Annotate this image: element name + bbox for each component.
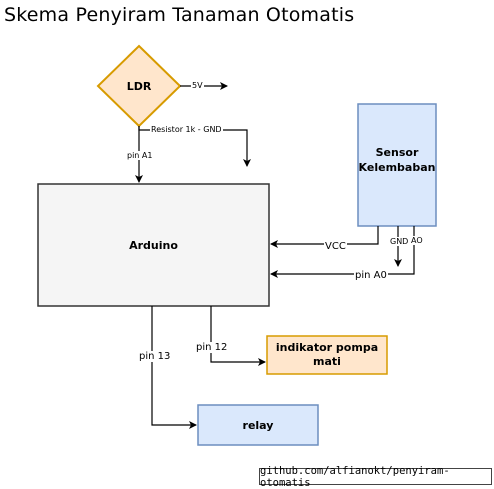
label-pin-a1: pin A1 xyxy=(126,151,154,160)
label-vcc: VCC xyxy=(324,241,347,252)
ldr-label: LDR xyxy=(126,79,152,93)
label-pin-13: pin 13 xyxy=(138,351,172,362)
label-5v: 5V xyxy=(191,81,204,90)
diagram-title: Skema Penyiram Tanaman Otomatis xyxy=(4,4,355,26)
sensor-label: Sensor Kelembaban xyxy=(358,146,436,174)
label-resistor: Resistor 1k - GND xyxy=(150,125,223,134)
relay-node-shape[interactable] xyxy=(197,404,319,446)
label-ao: AO xyxy=(410,236,424,245)
edge-sensor-vcc xyxy=(270,226,379,248)
arduino-node-shape[interactable] xyxy=(37,183,270,307)
sensor-node-shape[interactable] xyxy=(357,103,437,227)
edge-arduino-indicator xyxy=(210,306,266,366)
label-gnd: GND xyxy=(389,237,410,246)
indicator-label: indikator pompa mati xyxy=(275,341,379,368)
label-pin-12: pin 12 xyxy=(195,342,229,353)
relay-label: relay xyxy=(242,418,274,432)
arduino-label: Arduino xyxy=(129,238,178,252)
indicator-node-shape[interactable] xyxy=(266,335,388,375)
credit-link[interactable]: github.com/alfianokt/penyiram-otomatis xyxy=(259,465,492,489)
edge-arduino-relay xyxy=(151,306,197,429)
label-pin-a0: pin A0 xyxy=(354,270,388,281)
